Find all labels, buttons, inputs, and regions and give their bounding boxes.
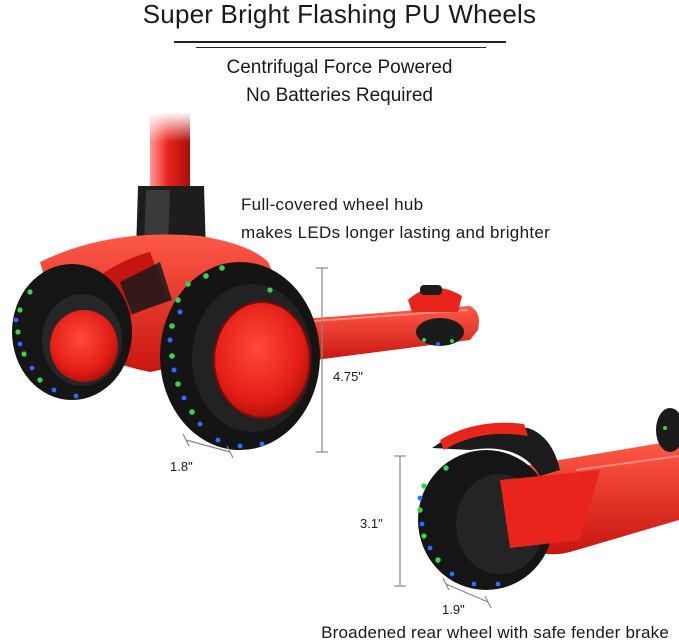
- headline: Super Bright Flashing PU Wheels: [142, 0, 537, 29]
- hub-callout-line-1: Full-covered wheel hub: [241, 195, 424, 214]
- rear-wheel-caption: Broadened rear wheel with safe fender br…: [321, 623, 669, 642]
- headline-rule-bottom: [196, 47, 486, 48]
- headline-rule-top: [174, 41, 506, 43]
- front-wheel-width-label: 1.8": [170, 459, 193, 474]
- front-wheel-height-label: 4.75": [333, 369, 363, 384]
- subheading-line-2: No Batteries Required: [246, 85, 433, 106]
- rear-wheel-width-label: 1.9": [442, 602, 465, 617]
- rear-wheel-height-label: 3.1": [360, 516, 383, 531]
- hub-callout-line-2: makes LEDs longer lasting and brighter: [241, 223, 551, 242]
- subheading-line-1: Centrifugal Force Powered: [226, 57, 453, 78]
